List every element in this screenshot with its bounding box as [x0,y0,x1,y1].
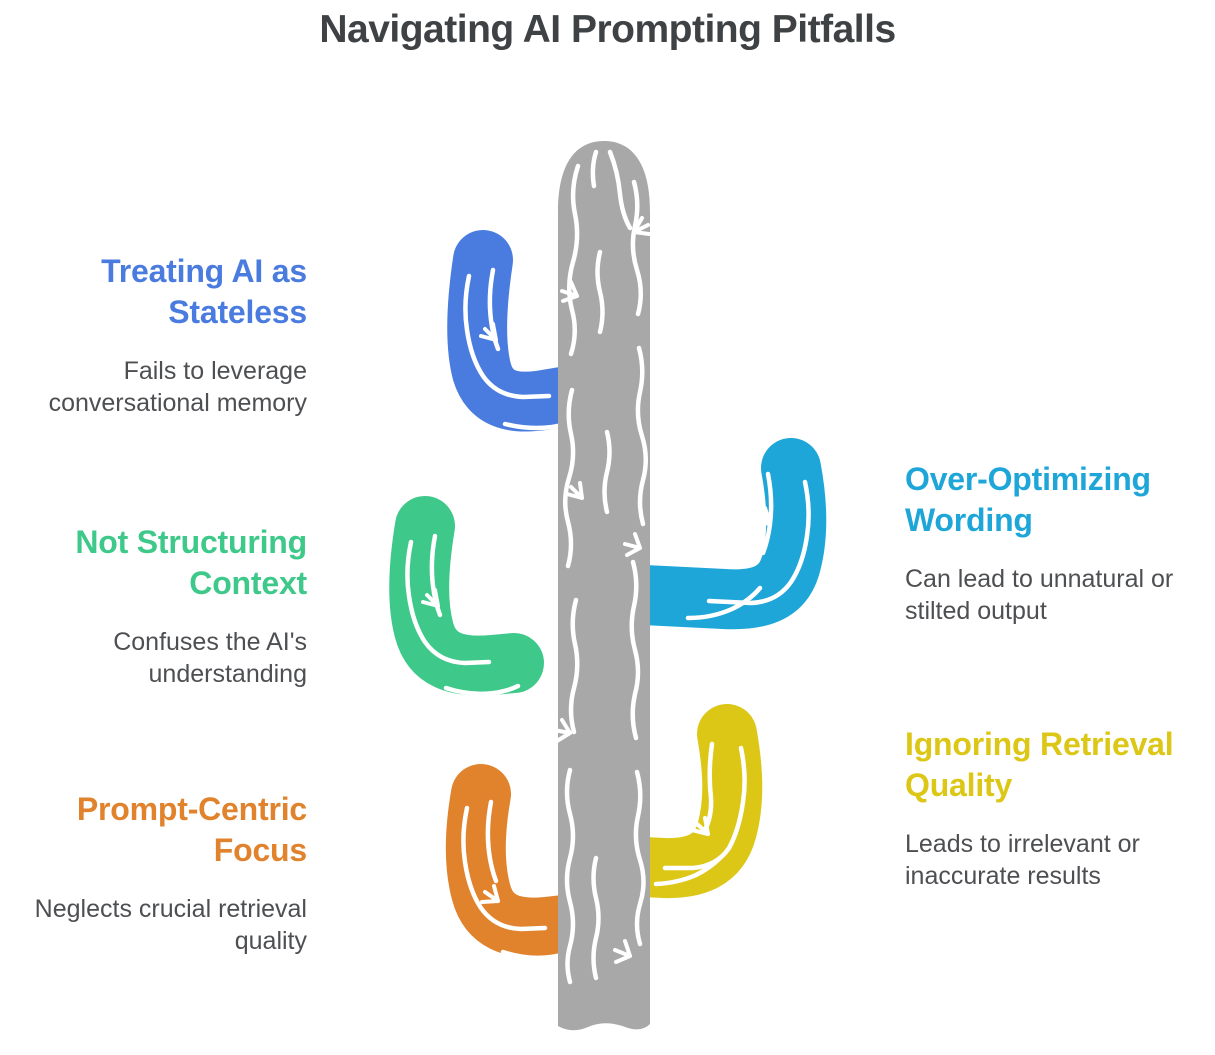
arm-shape [614,704,763,899]
trunk-rib-line [595,249,605,335]
pitfall-description: Can lead to unnatural or stilted output [905,564,1174,625]
pitfall-heading: Ignoring Retrieval Quality [905,726,1174,803]
pitfall-description: Neglects crucial retrieval quality [34,894,307,955]
spine-icon [613,939,632,964]
arm-rib-line [685,585,763,621]
trunk-rib-line [630,179,643,317]
pitfall-description: Fails to leverage conversational memory [48,356,307,417]
cactus-arm-over-optimizing-wording [614,438,827,630]
spine-icon [552,718,572,743]
pitfall-prompt-centric-focus: Prompt-Centric Focus Neglects crucial re… [12,789,308,957]
arm-rib-line [463,273,552,400]
spine-icon [421,588,440,608]
trunk-rib-line [633,769,646,947]
cactus-arm-ignoring-retrieval-quality [614,704,763,899]
arm-rib-line [706,479,811,606]
spine-icon [623,532,642,557]
pitfall-not-structuring-context: Not Structuring Context Confuses the AI'… [12,522,307,690]
trunk-rib-line [567,163,581,357]
pitfall-heading: Over-Optimizing Wording [905,461,1151,538]
pitfall-over-optimizing-wording: Over-Optimizing Wording Can lead to unna… [905,459,1215,627]
arm-rib-line [702,741,715,833]
spine-icon [752,506,772,526]
pitfall-heading: Not Structuring Context [75,524,307,601]
arm-rib-line [443,683,521,697]
trunk-rib-line [564,767,576,985]
cactus-trunk [558,141,650,1031]
trunk-rib-line [591,855,601,981]
arm-rib-line [461,805,548,932]
trunk-rib-line [590,149,599,189]
trunk-rib-line [635,345,648,527]
pitfall-heading: Prompt-Centric Focus [76,791,307,868]
arm-details [685,471,811,621]
spine-icon [480,884,500,904]
spine-icon [690,816,710,836]
trunk-rib-line [602,429,612,515]
pitfall-ignoring-retrieval-quality: Ignoring Retrieval Quality Leads to irre… [905,724,1215,892]
trunk-rib-line [568,597,580,735]
trunk-rib-line [629,559,641,741]
pitfall-heading: Treating AI as Stateless [101,253,307,330]
pitfall-treating-ai-as-stateless: Treating AI as Stateless Fails to levera… [12,251,308,419]
trunk-rib-line [607,149,633,231]
arm-details [405,533,521,697]
spine-icon [565,481,584,500]
spine-icon [632,216,651,236]
cactus-arm-not-structuring-context [389,496,544,697]
trunk-details [552,149,651,985]
trunk-rib-line [563,387,576,569]
spine-icon [560,280,579,303]
arm-details [653,741,747,887]
arm-rib-line [653,855,723,887]
pitfall-description: Confuses the AI's understanding [113,627,307,688]
spine-icon [479,322,498,342]
page-title: Navigating AI Prompting Pitfalls [319,8,896,51]
pitfall-description: Leads to irrelevant or inaccurate result… [905,829,1140,890]
arm-shape [614,438,827,630]
arm-rib-line [405,539,492,666]
cactus-arm-treating-ai-as-stateless [447,230,604,432]
arm-rib-line [485,799,499,884]
